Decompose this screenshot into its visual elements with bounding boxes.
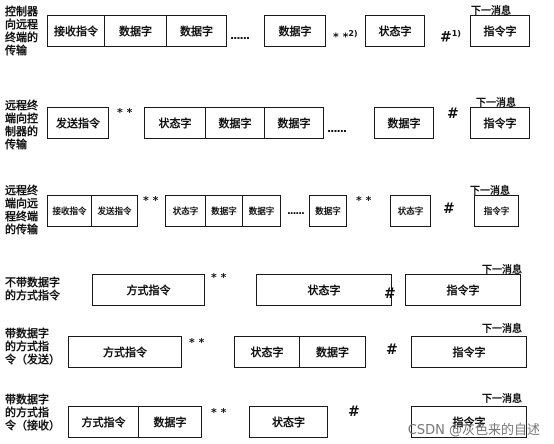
row5-response-gap: * * xyxy=(189,336,205,349)
row1-message-gap: #1) xyxy=(440,29,461,46)
row5-data-word-box: 数据字 xyxy=(299,336,366,368)
row3-status-word-box-2: 状态字 xyxy=(390,195,431,227)
row3-data-word-box-2: 数据字 xyxy=(242,195,281,227)
row4-next-command-box: 指令字 xyxy=(405,274,521,306)
row4-message-gap: # xyxy=(384,286,396,302)
row1-ellipsis: ...... xyxy=(230,29,250,42)
row5-mode-command-box: 方式指令 xyxy=(68,336,182,368)
row3-response-gap-2: * * xyxy=(356,194,372,207)
row1-receive-command-box: 接收指令 xyxy=(47,15,105,47)
row2-data-word-box-1: 数据字 xyxy=(205,107,265,139)
row3-status-word-box-1: 状态字 xyxy=(165,195,206,227)
row2-send-command-box: 发送指令 xyxy=(47,107,109,139)
row1-data-word-box-1: 数据字 xyxy=(104,15,167,47)
row6-message-gap: # xyxy=(348,404,360,420)
row5-label: 带数据字的方式指令（发送） xyxy=(5,327,60,366)
row5-next-message-label: 下一消息 xyxy=(482,324,522,335)
row6-next-message-label: 下一消息 xyxy=(482,394,522,405)
row1-data-word-box-3: 数据字 xyxy=(264,15,326,47)
row4-label: 不带数据字的方式指令 xyxy=(5,276,60,302)
row4-status-word-box: 状态字 xyxy=(256,274,392,306)
row2-next-message-label: 下一消息 xyxy=(476,98,516,109)
csdn-watermark: CSDN @灰色来的自述 xyxy=(407,423,540,438)
row3-next-command-box: 指令字 xyxy=(474,195,519,227)
row3-ellipsis: ...... xyxy=(287,206,305,217)
row1-data-word-box-2: 数据字 xyxy=(166,15,227,47)
row3-next-message-label: 下一消息 xyxy=(470,186,510,197)
row3-send-command-box: 发送指令 xyxy=(91,195,138,227)
row2-data-word-box-3: 数据字 xyxy=(374,107,434,139)
row4-mode-command-box: 方式指令 xyxy=(92,274,205,306)
row1-next-command-box: 指令字 xyxy=(470,15,530,47)
row2-data-word-box-2: 数据字 xyxy=(264,107,324,139)
row3-data-word-box-3: 数据字 xyxy=(309,195,347,227)
row2-message-gap: # xyxy=(447,106,459,122)
row2-status-word-box: 状态字 xyxy=(144,107,206,139)
row2-next-command-box: 指令字 xyxy=(470,107,530,139)
row3-label: 远程终端向远程终端的传输 xyxy=(5,184,38,236)
row1-response-gap: * *2) xyxy=(333,29,358,44)
row3-message-gap: # xyxy=(443,201,455,217)
row6-mode-command-box: 方式指令 xyxy=(68,406,139,438)
row1-label: 控制器向远程终端的传输 xyxy=(5,5,38,57)
row2-response-gap: * * xyxy=(117,106,133,119)
row2-ellipsis: ...... xyxy=(327,122,347,135)
row6-status-word-box: 状态字 xyxy=(249,406,328,438)
row5-next-command-box: 指令字 xyxy=(411,336,527,368)
row5-message-gap: # xyxy=(386,342,398,358)
row4-response-gap: * * xyxy=(211,271,227,284)
row1-next-message-label: 下一消息 xyxy=(471,6,511,17)
row3-response-gap-1: * * xyxy=(143,194,159,207)
row1-status-word-box: 状态字 xyxy=(365,15,425,47)
row3-data-word-box-1: 数据字 xyxy=(205,195,243,227)
row3-receive-command-box: 接收指令 xyxy=(47,195,92,227)
row6-label: 带数据字的方式指令（接收） xyxy=(5,393,60,432)
row2-label: 远程终端向控制器的传输 xyxy=(5,99,38,151)
row4-next-message-label: 下一消息 xyxy=(482,265,522,276)
row6-next-command-box: 指令字 xyxy=(411,406,527,438)
row6-data-word-box: 数据字 xyxy=(138,406,202,438)
row5-status-word-box: 状态字 xyxy=(234,336,300,368)
row6-response-gap: * * xyxy=(211,406,227,419)
